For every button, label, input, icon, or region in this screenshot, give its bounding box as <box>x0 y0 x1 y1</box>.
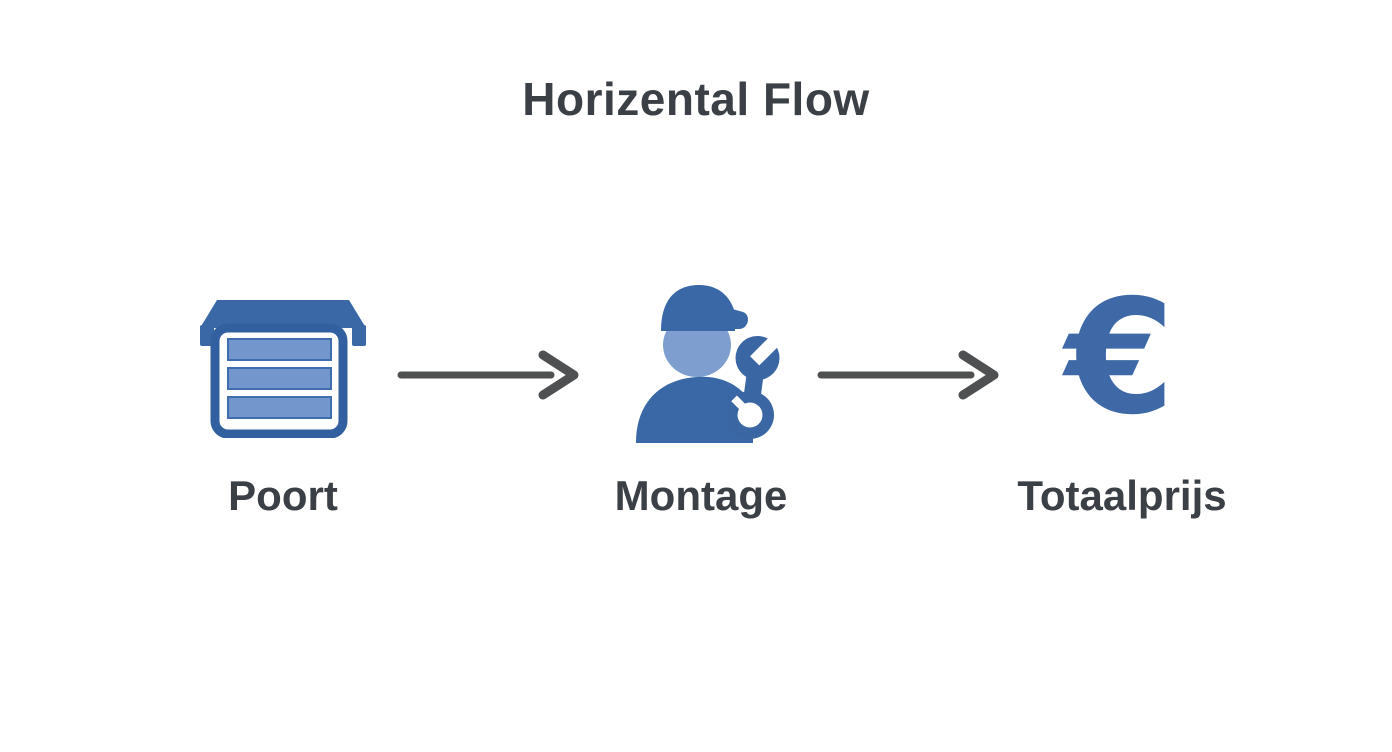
installer-wrench-icon <box>636 285 794 443</box>
flow-node-poort <box>198 298 368 439</box>
node-label-totaalprijs: Totaalprijs <box>1017 472 1227 519</box>
flow-arrow-1 <box>396 347 586 403</box>
flow-node-montage <box>612 265 794 443</box>
page-title: Horizental Flow <box>522 73 870 125</box>
arrow-right-icon <box>817 350 999 400</box>
flow-arrow-2 <box>816 347 1006 403</box>
node-label-montage: Montage <box>614 472 788 519</box>
garage-door-icon <box>200 300 366 439</box>
arrow-right-icon <box>397 350 579 400</box>
euro-icon: € <box>1065 266 1175 450</box>
flow-node-totaalprijs: € <box>1040 278 1200 438</box>
node-label-poort: Poort <box>228 472 338 519</box>
